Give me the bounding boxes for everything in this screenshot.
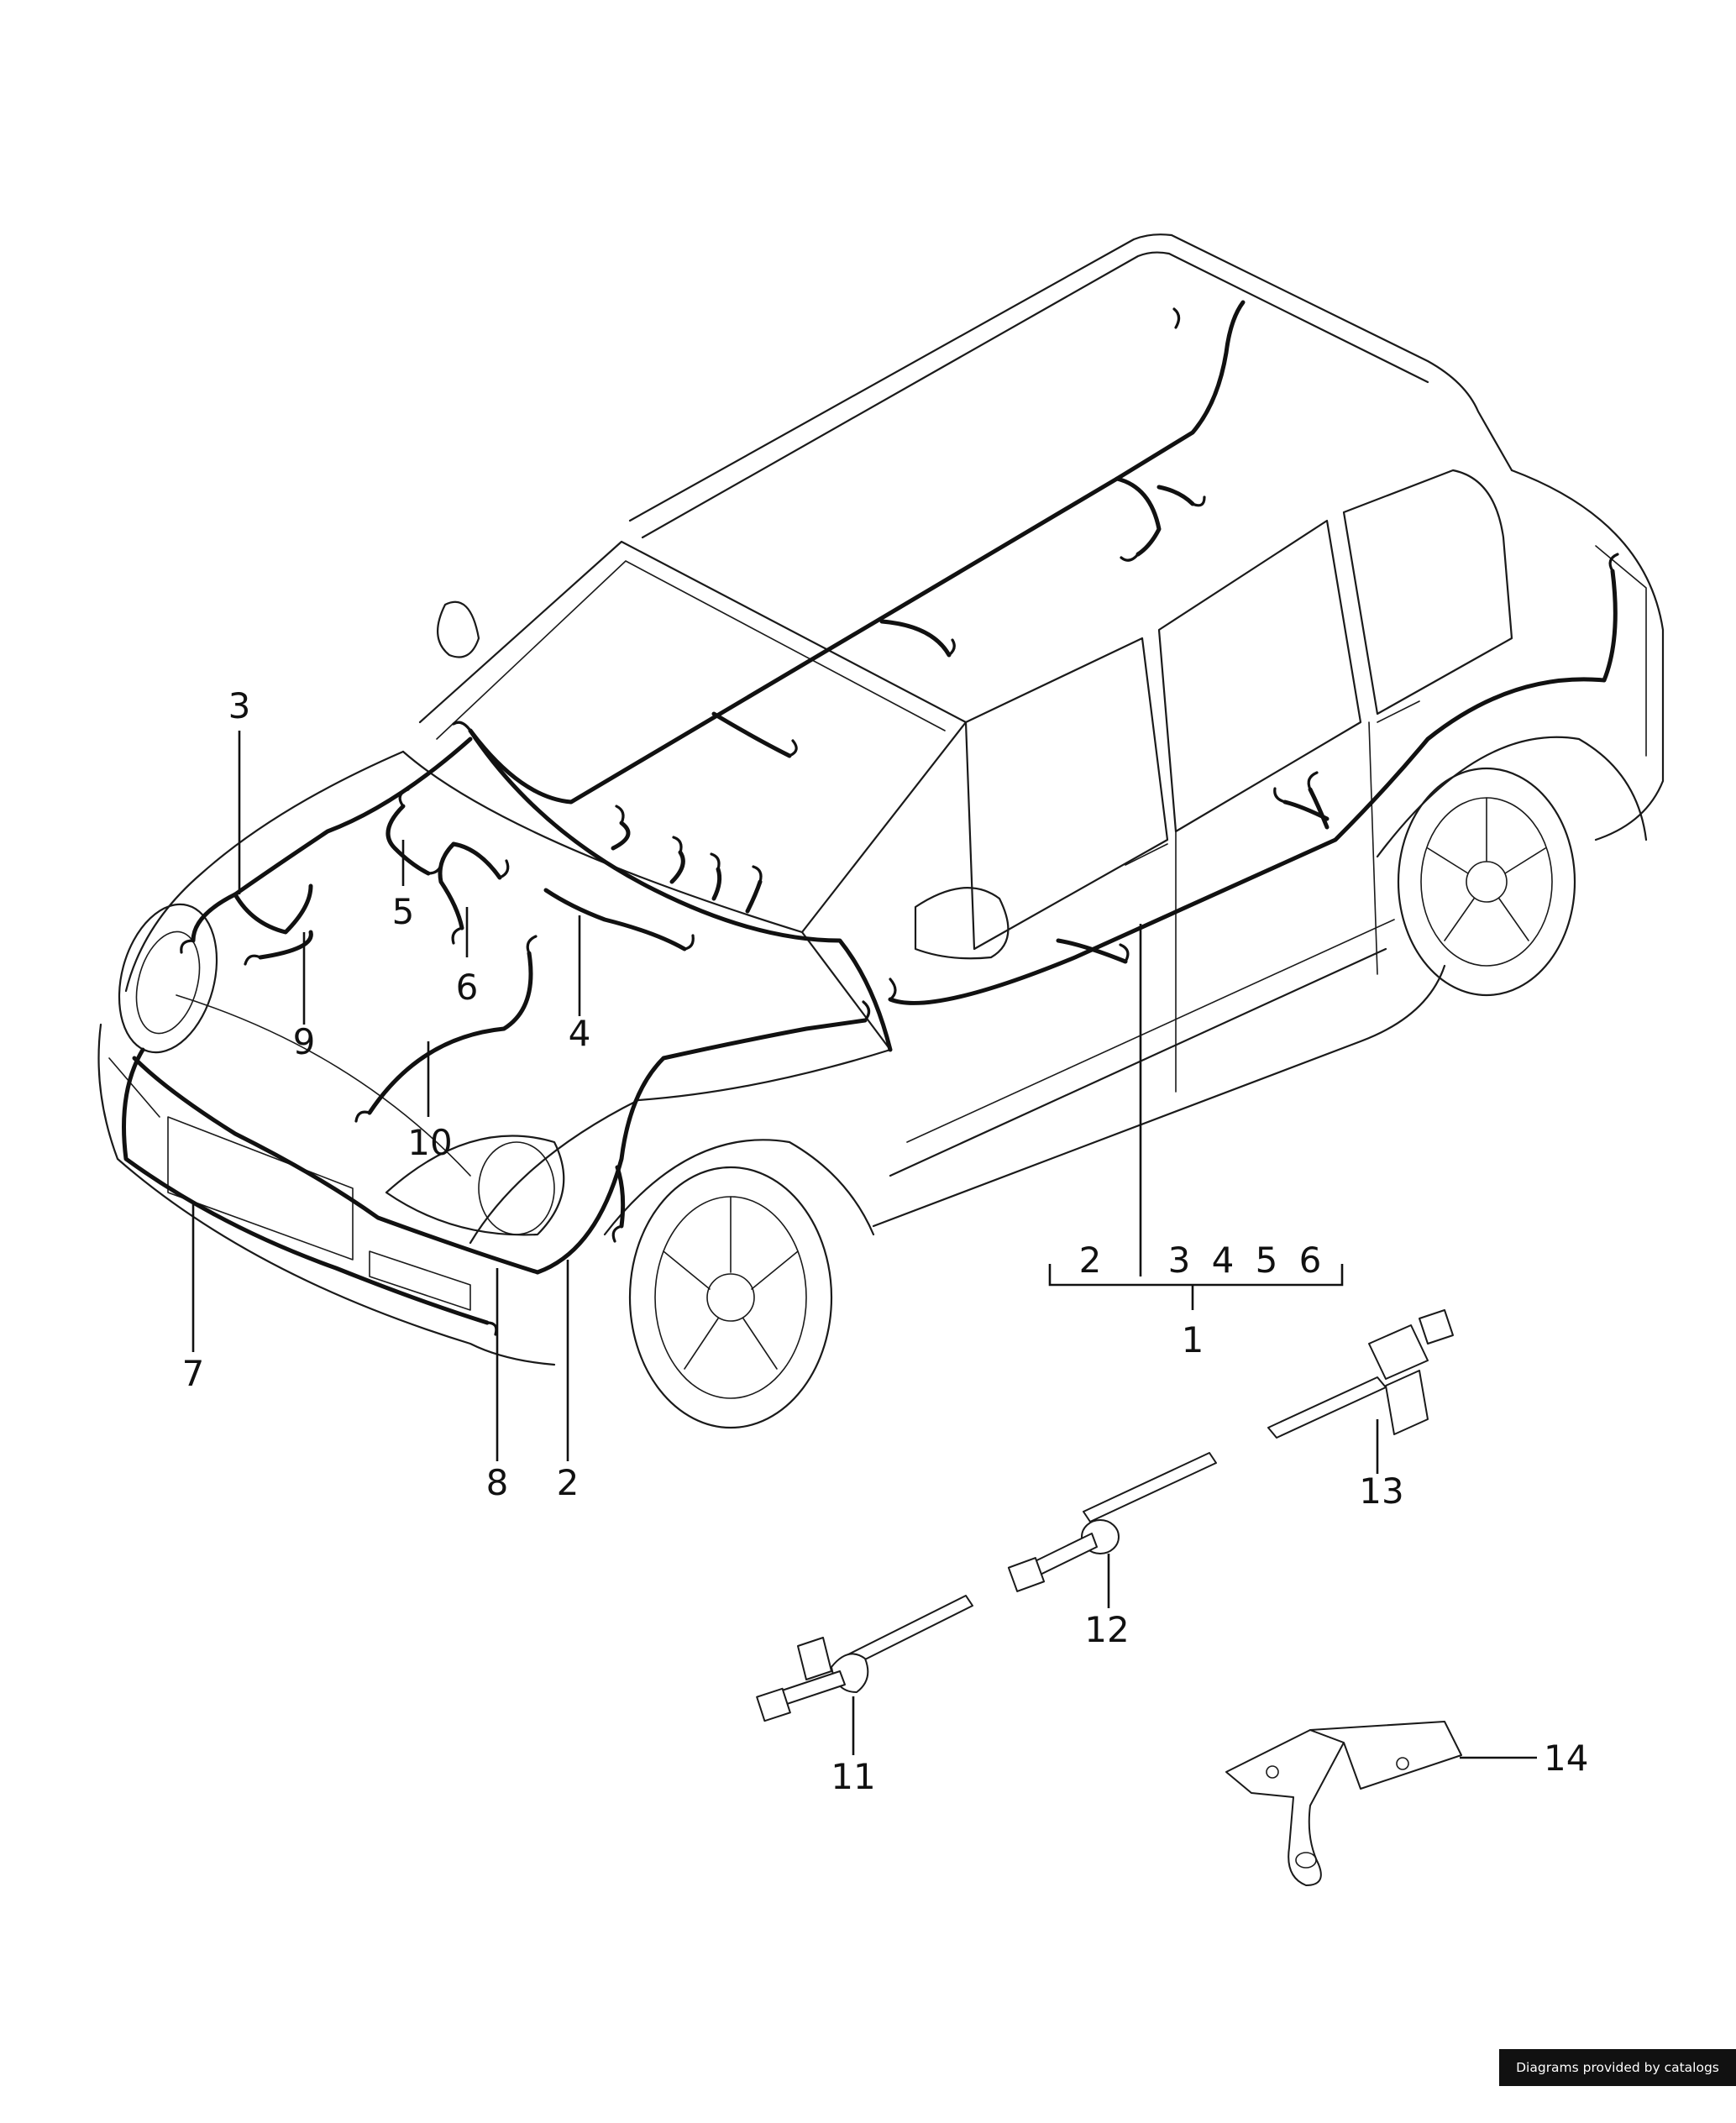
callout-5: 5 xyxy=(392,891,415,932)
wiring-harness xyxy=(122,300,1618,1325)
leader-lines xyxy=(191,731,1537,1759)
part-11-cable-tie-clip xyxy=(756,1595,973,1722)
connector-plugs xyxy=(180,307,1619,1336)
callout-1: 1 xyxy=(1182,1319,1204,1360)
callout-8: 8 xyxy=(486,1462,509,1503)
callout-3: 3 xyxy=(228,685,251,726)
callout-14: 14 xyxy=(1544,1738,1588,1779)
part-14-mounting-bracket xyxy=(1225,1721,1462,1886)
callout-13: 13 xyxy=(1359,1470,1403,1512)
callout-12: 12 xyxy=(1084,1609,1129,1650)
vehicle-body xyxy=(97,233,1665,1429)
callout-4: 4 xyxy=(569,1013,591,1054)
callout-10: 10 xyxy=(407,1122,452,1163)
credit-banner: Diagrams provided by catalogs parts xyxy=(1499,2049,1736,2112)
group-label-2: 2 xyxy=(1079,1240,1102,1281)
group-label-3: 3 xyxy=(1168,1240,1191,1281)
part-12-cable-tie-holder xyxy=(1007,1452,1217,1592)
group-label-5: 5 xyxy=(1256,1240,1278,1281)
callout-labels: 3 5 6 9 4 10 7 8 2 2 3 4 5 6 1 13 12 11 … xyxy=(182,685,1589,1797)
callout-2: 2 xyxy=(557,1462,580,1503)
callout-7: 7 xyxy=(182,1353,205,1394)
callout-11: 11 xyxy=(831,1756,875,1797)
callout-9: 9 xyxy=(293,1021,316,1062)
group-label-4: 4 xyxy=(1212,1240,1235,1281)
group-label-6: 6 xyxy=(1299,1240,1322,1281)
callout-6: 6 xyxy=(456,967,479,1008)
part-13-cable-tie-holder xyxy=(1267,1309,1454,1439)
